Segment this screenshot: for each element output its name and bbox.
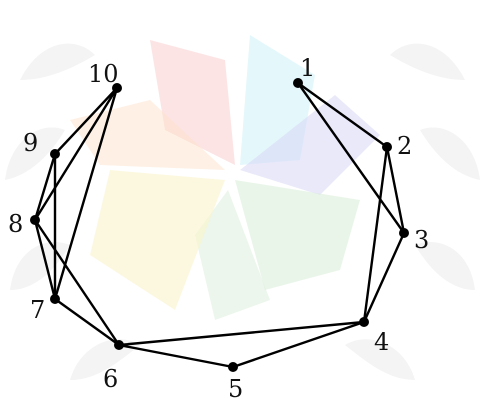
node-4 <box>359 317 369 327</box>
node-label-3: 3 <box>414 226 429 254</box>
node-label-2: 2 <box>397 132 412 160</box>
wreath-leaf <box>20 44 95 80</box>
node-5 <box>228 362 238 372</box>
node-label-1: 1 <box>300 54 315 82</box>
watermark <box>5 35 480 380</box>
node-6 <box>114 340 124 350</box>
node-7 <box>50 294 60 304</box>
wreath-leaf <box>390 44 465 80</box>
node-label-7: 7 <box>30 296 45 324</box>
node-label-8: 8 <box>8 210 23 238</box>
node-3 <box>399 228 409 238</box>
node-label-10: 10 <box>88 60 119 88</box>
wreath-leaves <box>5 44 480 380</box>
node-label-6: 6 <box>103 365 118 393</box>
node-label-4: 4 <box>374 328 389 356</box>
node-label-9: 9 <box>23 129 38 157</box>
node-2 <box>382 142 392 152</box>
node-8 <box>30 215 40 225</box>
wreath-leaf <box>420 127 480 180</box>
node-label-5: 5 <box>228 375 243 403</box>
edge-5-6 <box>119 345 233 367</box>
edge-6-7 <box>55 299 119 345</box>
node-9 <box>50 149 60 159</box>
edge-8-9 <box>35 154 55 220</box>
